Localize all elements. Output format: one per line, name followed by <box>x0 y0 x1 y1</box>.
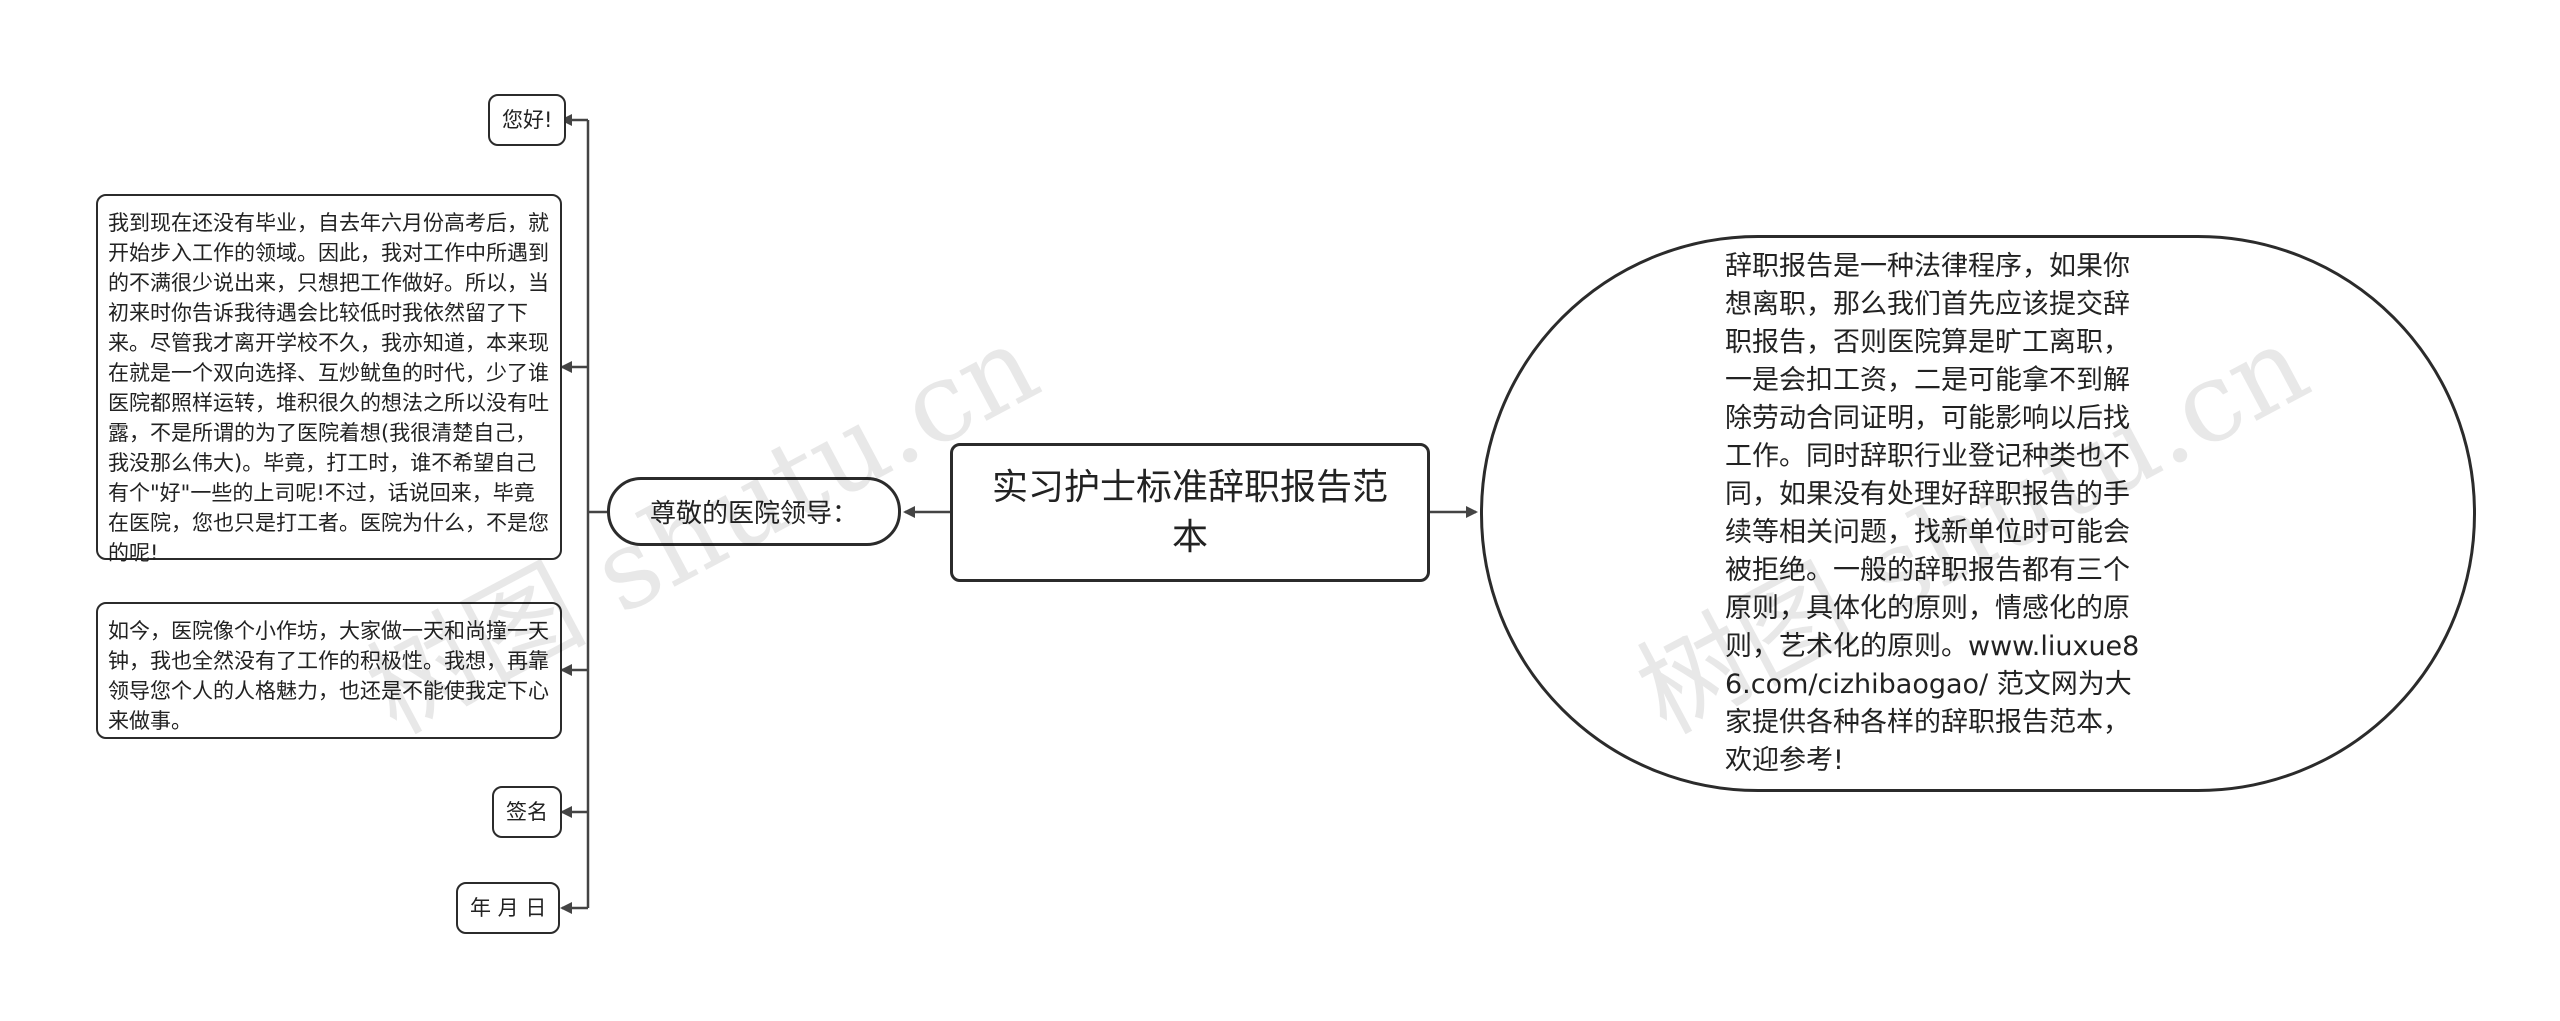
root-node[interactable]: 实习护士标准辞职报告范本 <box>950 443 1430 582</box>
leaf-signature[interactable]: 签名 <box>492 786 562 838</box>
leaf-paragraph-2[interactable]: 如今，医院像个小作坊，大家做一天和尚撞一天钟，我也全然没有了工作的积极性。我想，… <box>96 602 562 739</box>
leaf-greeting[interactable]: 您好! <box>488 94 567 146</box>
leaf-signature-text: 签名 <box>506 800 548 824</box>
leaf-paragraph-1-text: 我到现在还没有毕业，自去年六月份高考后，就开始步入工作的领域。因此，我对工作中所… <box>108 211 549 565</box>
leaf-greeting-text: 您好! <box>502 108 553 132</box>
leaf-date[interactable]: 年 月 日 <box>456 882 561 934</box>
leaf-date-text: 年 月 日 <box>470 896 547 920</box>
left-node-label: 尊敬的医院领导： <box>649 499 858 529</box>
right-node[interactable]: 辞职报告是一种法律程序，如果你想离职，那么我们首先应该提交辞职报告，否则医院算是… <box>1480 235 2476 792</box>
right-node-text: 辞职报告是一种法律程序，如果你想离职，那么我们首先应该提交辞职报告，否则医院算是… <box>1725 250 2140 776</box>
root-label: 实习护士标准辞职报告范本 <box>991 466 1388 558</box>
left-node[interactable]: 尊敬的医院领导： <box>607 477 901 546</box>
leaf-paragraph-2-text: 如今，医院像个小作坊，大家做一天和尚撞一天钟，我也全然没有了工作的积极性。我想，… <box>108 619 549 733</box>
leaf-paragraph-1[interactable]: 我到现在还没有毕业，自去年六月份高考后，就开始步入工作的领域。因此，我对工作中所… <box>96 194 562 565</box>
